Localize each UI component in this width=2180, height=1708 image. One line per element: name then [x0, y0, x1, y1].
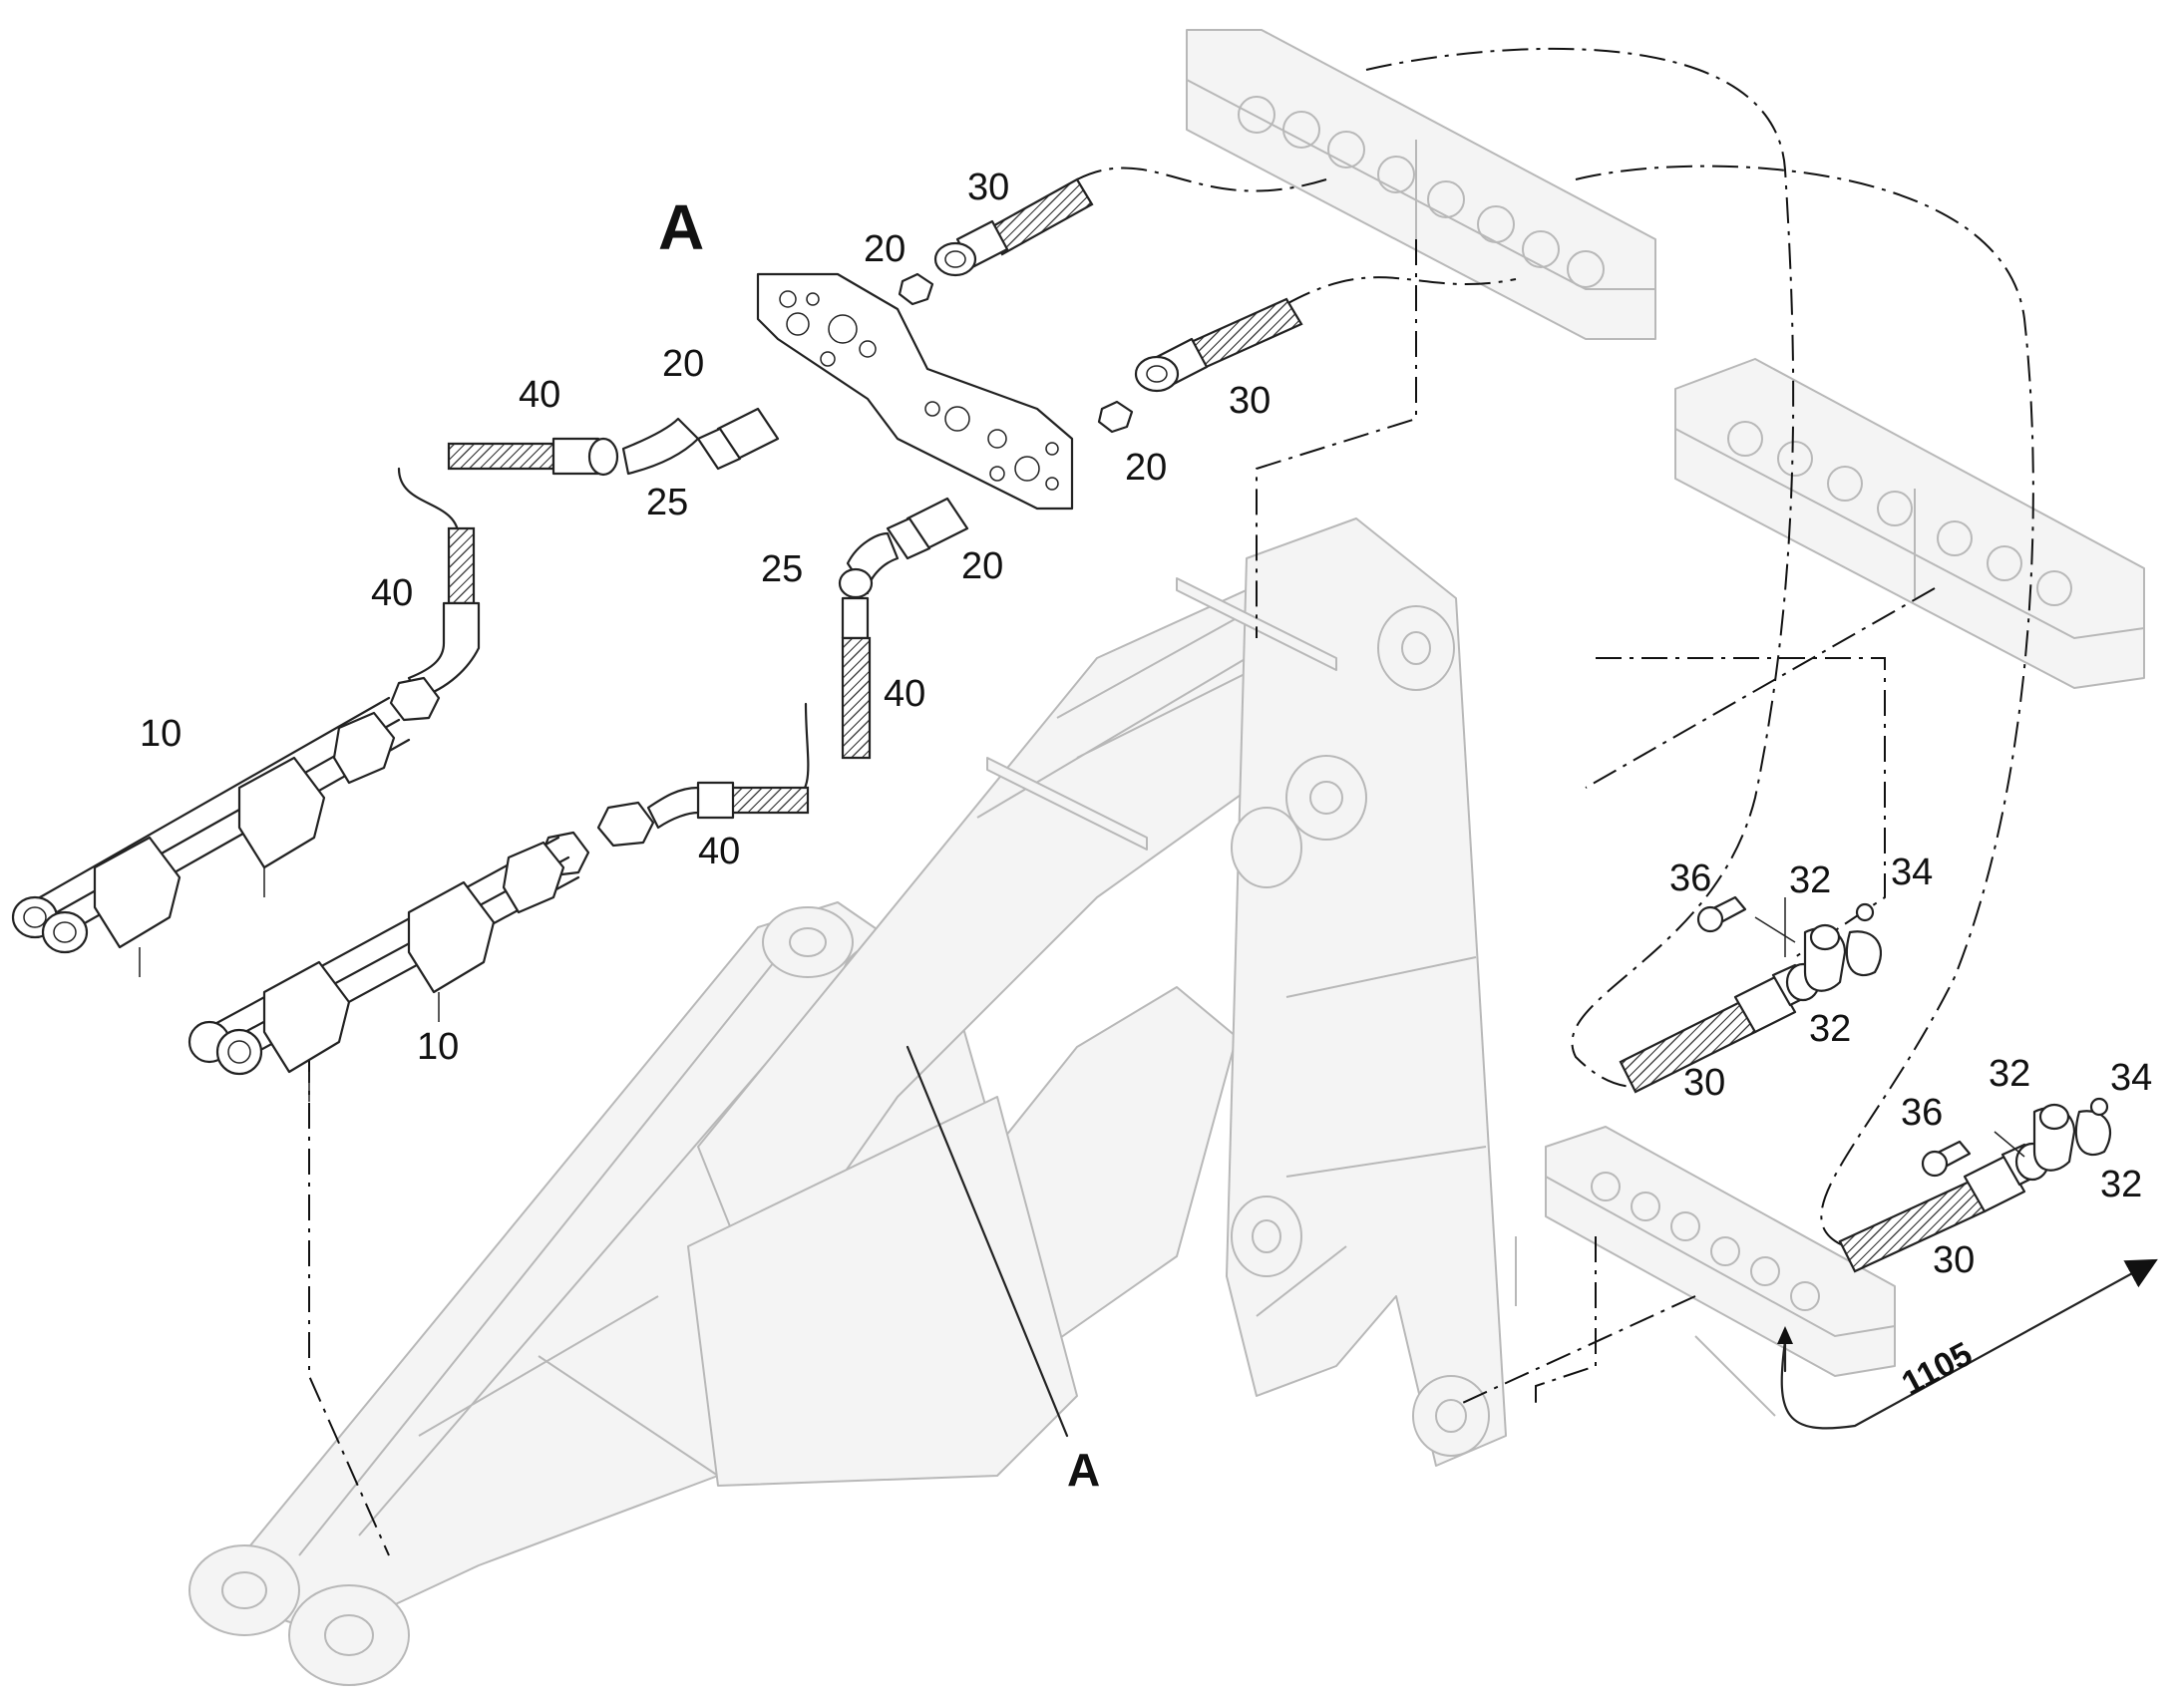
manifold-upper	[11, 696, 411, 977]
callout-label: 30	[1933, 1239, 1975, 1281]
callout-label: 10	[140, 713, 182, 755]
callout-label: 20	[961, 545, 1003, 587]
callout-label: 32	[1989, 1053, 2030, 1095]
callout-label: 40	[371, 572, 413, 614]
dimension-1105	[1777, 1258, 2158, 1430]
callout-label: 25	[646, 482, 688, 523]
detail-reference: A	[1067, 1444, 1100, 1496]
callout-label: 32	[1789, 859, 1831, 901]
detail-title: A	[658, 191, 704, 263]
callout-label: 10	[417, 1026, 459, 1068]
assembly-lines	[308, 47, 2034, 1556]
hose-parts	[389, 177, 1303, 877]
callout-label: 40	[884, 673, 925, 715]
callout-label: 36	[1669, 857, 1711, 899]
callout-label: 40	[698, 831, 740, 872]
callout-label: 34	[2110, 1057, 2152, 1099]
callout-label: 25	[761, 548, 803, 590]
callout-label: 30	[1229, 380, 1271, 422]
callout-label: 32	[2100, 1164, 2142, 1205]
clamp-block-middle	[1674, 358, 2145, 689]
manifold-lower	[187, 836, 580, 1102]
callout-label: 20	[662, 343, 704, 385]
clamp-block-bottom	[1515, 1126, 1896, 1417]
callout-label: 30	[1683, 1062, 1725, 1104]
callout-label: 32	[1809, 1008, 1851, 1050]
callout-label: 34	[1891, 852, 1933, 893]
callout-label: 30	[967, 167, 1009, 208]
boom-structure	[188, 517, 1507, 1686]
clamp-block-top	[1186, 29, 1656, 340]
callouts: 30 20 20 40 25 30 20 25 20 40 40 10 40 1…	[140, 167, 2152, 1281]
callout-label: 40	[519, 374, 560, 416]
callout-label: 20	[864, 228, 906, 270]
hose-assembly-lower-right	[1838, 1097, 2111, 1273]
callout-label: 20	[1125, 447, 1167, 489]
callout-label: 36	[1901, 1092, 1943, 1134]
hose-assembly-upper-right	[1619, 895, 1882, 1094]
dimension-label: 1105	[1896, 1335, 1979, 1403]
detail-a-leader	[906, 1045, 1069, 1438]
mounting-plate	[756, 272, 1074, 511]
